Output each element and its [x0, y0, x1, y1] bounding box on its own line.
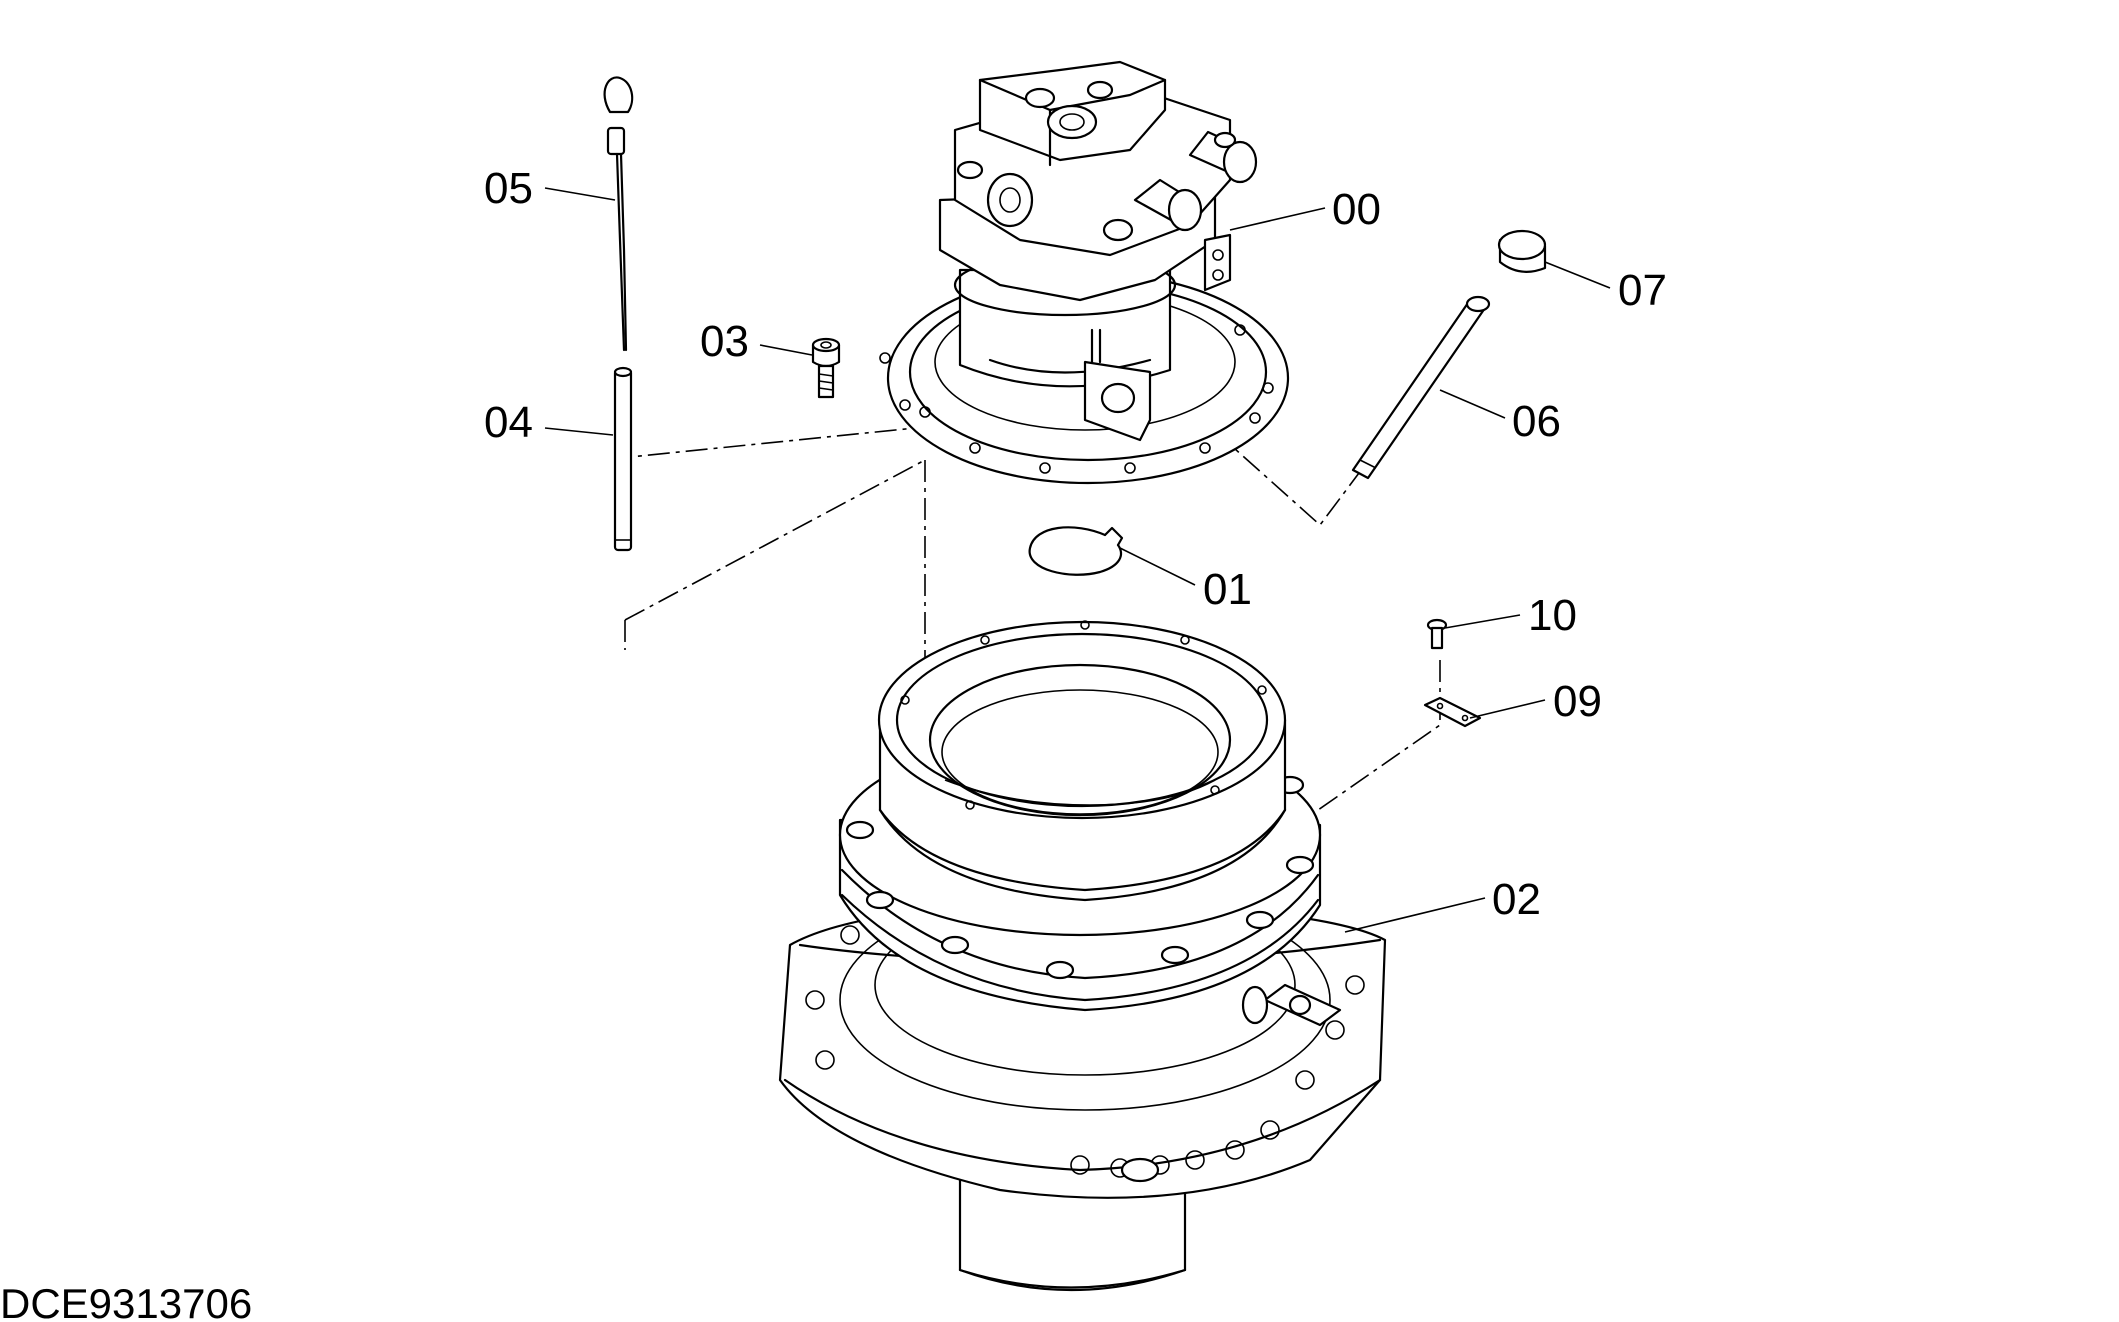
gear-flange-holes: [805, 925, 1365, 1178]
part-10-screw: [1426, 618, 1448, 650]
part-02-reduction-gear: [778, 620, 1387, 1292]
flange-holes: [879, 324, 1274, 474]
part-09-plate: [1423, 696, 1482, 728]
document-code: DCE9313706: [0, 1280, 252, 1322]
upper-ring-holes: [900, 620, 1267, 810]
callout-06: 06: [1512, 397, 1561, 446]
part-07-cap: [1497, 229, 1547, 273]
leader-lines: [544, 187, 1611, 933]
callout-10: 10: [1528, 591, 1577, 640]
part-03-bolt: [811, 337, 841, 399]
callout-03: 03: [700, 317, 749, 366]
callout-00: 00: [1332, 185, 1381, 234]
part-00-swing-motor: [879, 60, 1290, 485]
callout-04: 04: [484, 398, 533, 447]
callout-09: 09: [1553, 677, 1602, 726]
part-04-pipe: [613, 366, 633, 552]
part-05-dipstick: [603, 76, 634, 352]
callout-07: 07: [1618, 266, 1667, 315]
part-06-pipe: [1351, 295, 1491, 480]
callout-labels: 05 04 03 00 07 06 01 10 09 02: [484, 164, 1667, 924]
callout-02: 02: [1492, 875, 1541, 924]
part-01-snap-ring: [1028, 526, 1124, 576]
callout-01: 01: [1203, 565, 1252, 614]
callout-05: 05: [484, 164, 533, 213]
